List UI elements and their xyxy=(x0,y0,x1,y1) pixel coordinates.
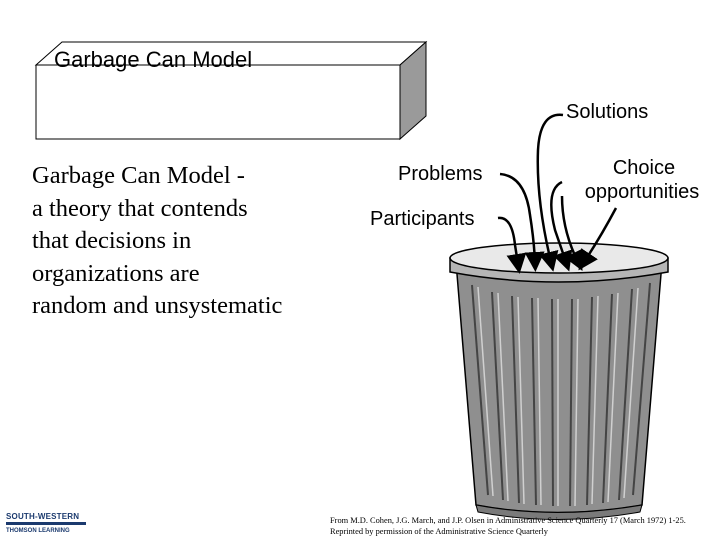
logo-line1: SOUTH-WESTERN xyxy=(6,512,80,521)
arrow-problems xyxy=(499,172,545,272)
logo-line2: THOMSON LEARNING xyxy=(6,528,70,534)
arrow-choice-1 xyxy=(550,180,573,272)
arrow-solutions xyxy=(536,113,564,272)
citation: From M.D. Cohen, J.G. March, and J.P. Ol… xyxy=(330,516,718,537)
title-box-3d xyxy=(34,40,428,141)
definition-line: that decisions in xyxy=(32,227,192,254)
publisher-logo: SOUTH-WESTERN THOMSON LEARNING xyxy=(6,508,86,536)
label-solutions: Solutions xyxy=(566,101,649,123)
label-choice-line1: Choice xyxy=(612,157,676,179)
definition-line: organizations are xyxy=(32,259,200,287)
definition-line: random and unsystematic xyxy=(32,292,283,319)
label-choice-line2: opportunities xyxy=(584,181,700,203)
label-problems: Problems xyxy=(398,163,483,185)
arrows xyxy=(497,113,618,274)
arrow-opportunities xyxy=(578,207,618,271)
definition-text: Garbage Can Model - a theory that conten… xyxy=(32,160,362,323)
citation-line1: From M.D. Cohen, J.G. March, and J.P. Ol… xyxy=(330,516,686,525)
definition-term: Garbage Can Model - xyxy=(32,162,245,189)
definition-line: a theory that contends xyxy=(32,194,248,222)
citation-line2: Reprinted by permission of the Administr… xyxy=(330,526,548,536)
box-title: Garbage Can Model xyxy=(54,47,253,72)
label-participants: Participants xyxy=(370,208,475,230)
arrow-choice-2 xyxy=(560,195,583,271)
garbage-can-icon xyxy=(449,242,669,520)
logo-bar xyxy=(6,522,86,525)
label-choice-opportunities: Choice opportunities xyxy=(574,156,714,204)
arrow-participants xyxy=(497,216,527,274)
